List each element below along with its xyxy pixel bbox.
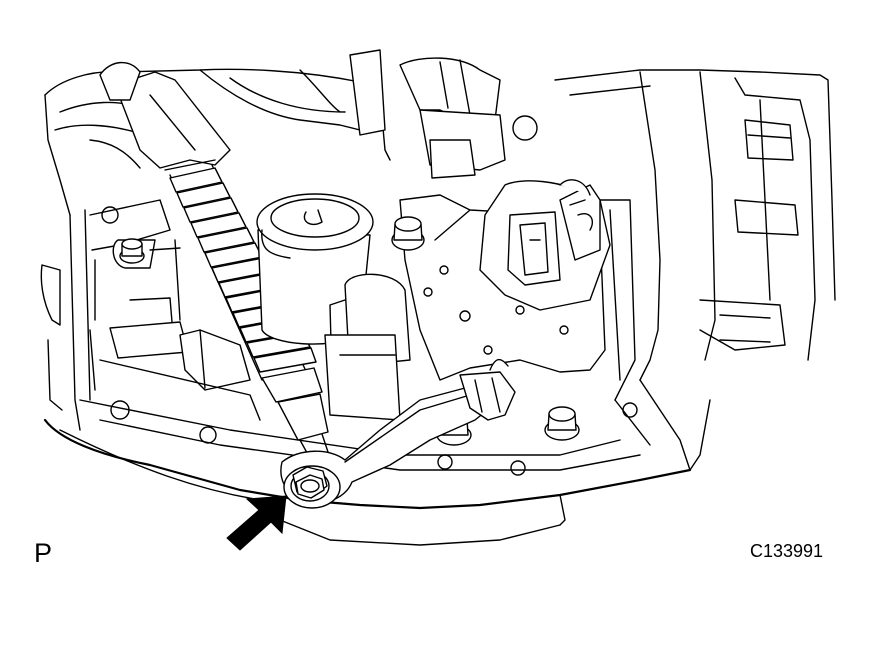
figure-code: C133991	[750, 541, 824, 561]
arrow-icon	[226, 495, 287, 551]
transmission-case	[40, 68, 836, 546]
view-label: P	[34, 538, 53, 568]
shift-cable-upper	[99, 49, 538, 179]
shift-lever	[280, 359, 516, 504]
filter-cap	[256, 193, 411, 421]
cable-boot	[164, 159, 331, 463]
switch-plate	[399, 179, 611, 381]
lever-nut	[283, 465, 341, 509]
